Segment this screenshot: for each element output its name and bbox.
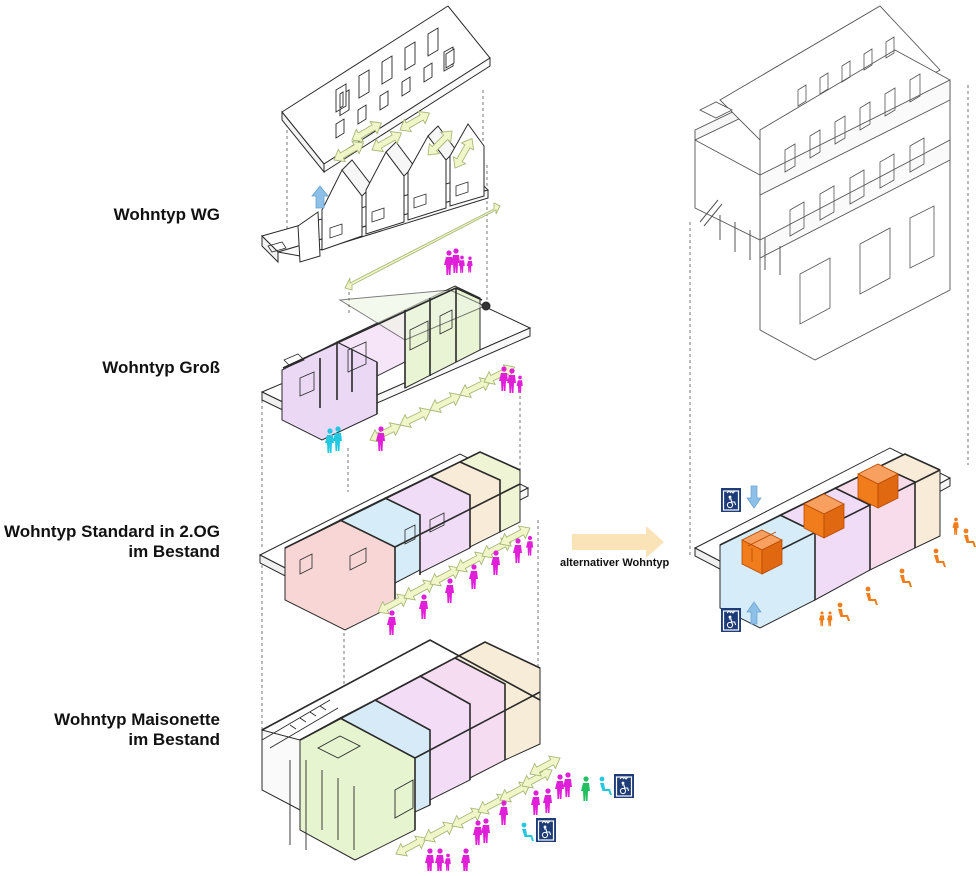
floor-alternative <box>693 447 952 629</box>
floor-maisonette <box>261 639 542 861</box>
label-wohntyp-maisonette-1: Wohntyp Maisonette <box>54 710 220 729</box>
alternative-arrow <box>572 526 664 558</box>
label-wohntyp-standard-1: Wohntyp Standard in 2.OG <box>4 522 220 541</box>
label-alternativer-wohntyp: alternativer Wohntyp <box>560 557 670 569</box>
floor-wg <box>261 123 489 264</box>
wg-direction-arrows <box>311 106 501 291</box>
wg-people <box>444 248 473 275</box>
label-wohntyp-maisonette-2: im Bestand <box>128 730 220 749</box>
label-wohntyp-wg: Wohntyp WG <box>113 205 220 224</box>
orange-volumes <box>741 463 899 575</box>
roof-volume <box>281 5 491 174</box>
label-wohntyp-gross: Wohntyp Groß <box>102 358 220 377</box>
alt-lift-arrows <box>720 485 762 633</box>
existing-building <box>694 5 951 361</box>
floor-gross <box>260 285 532 441</box>
label-wohntyp-standard-2: im Bestand <box>128 542 220 561</box>
floor-standard <box>258 451 530 631</box>
